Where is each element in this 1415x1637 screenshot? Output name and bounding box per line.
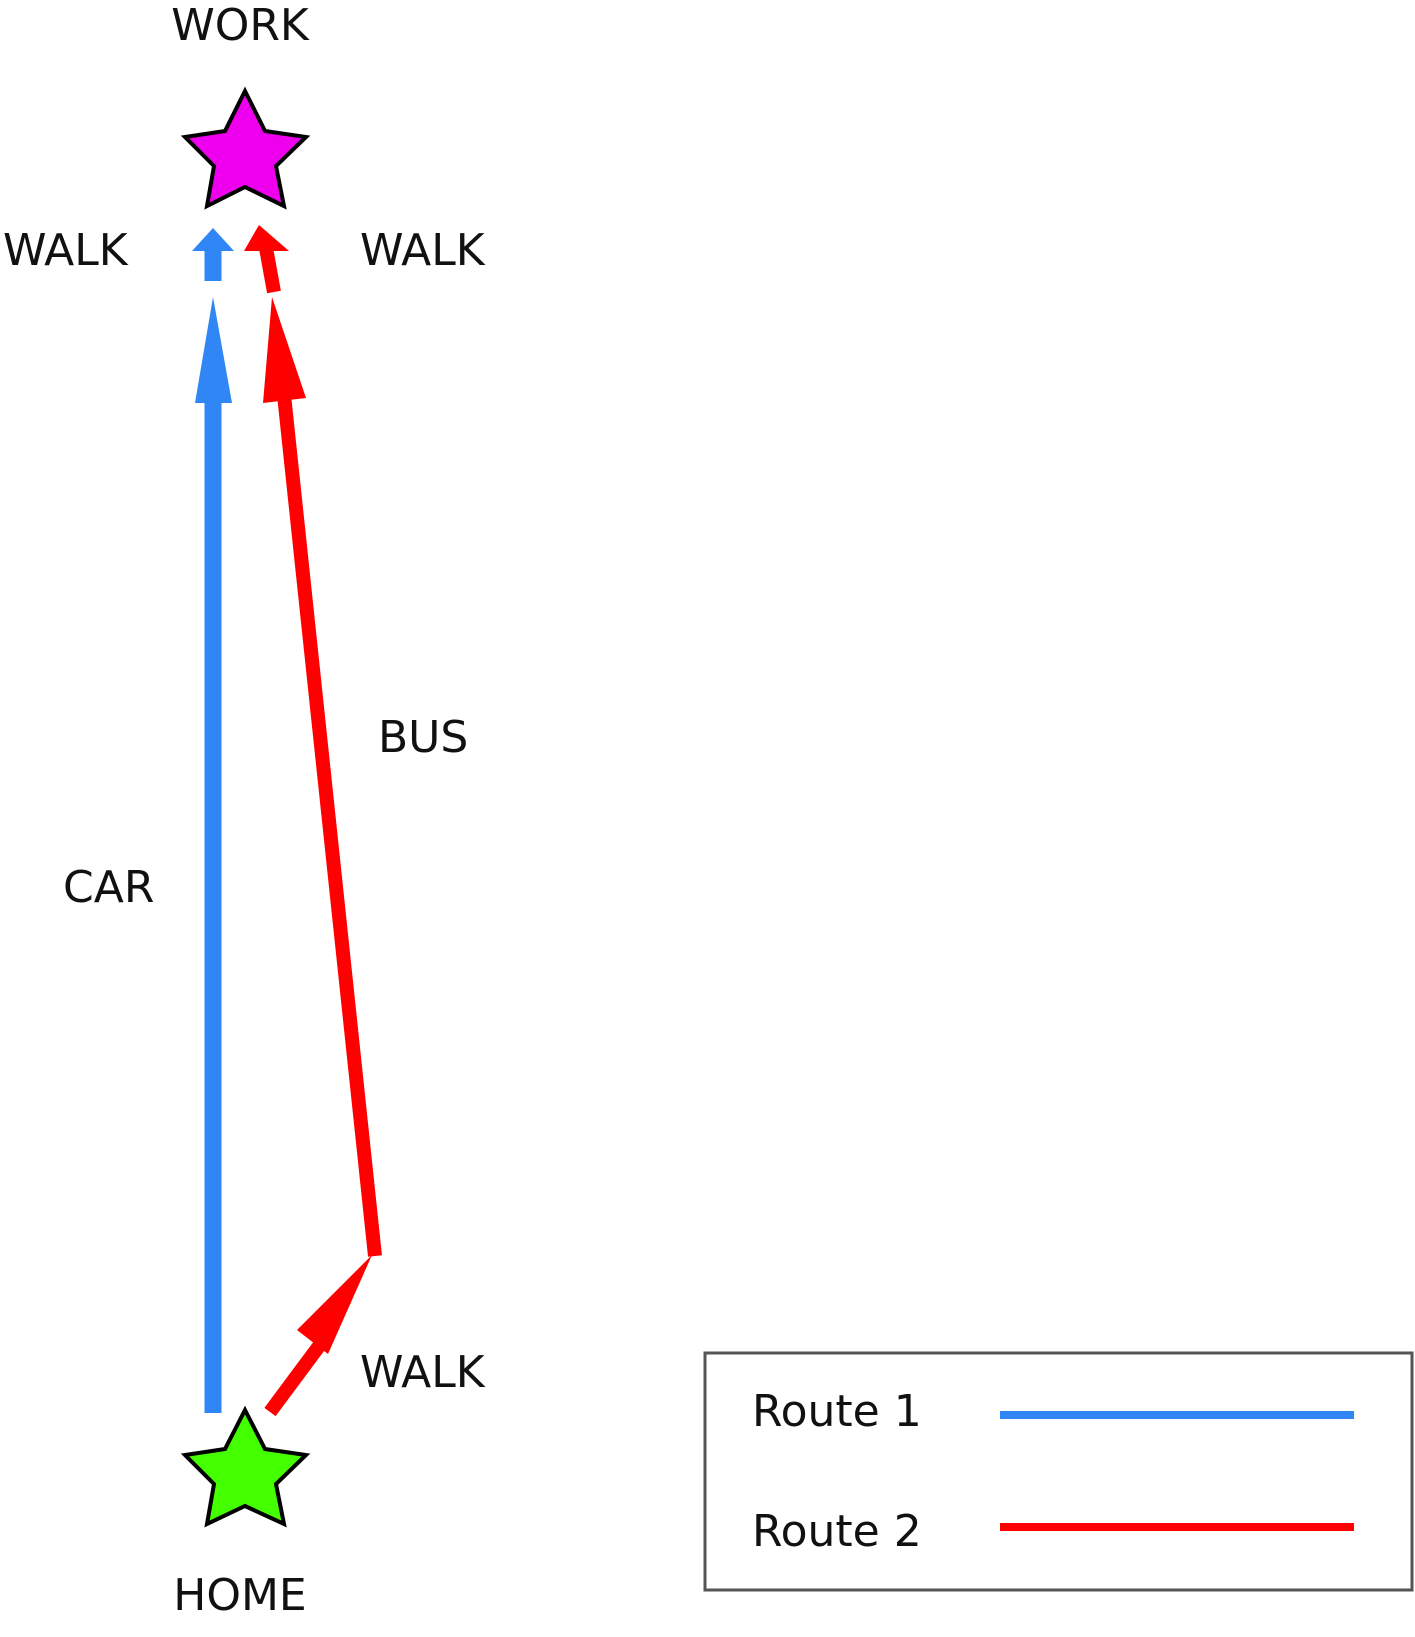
route-2-walk-end-label: WALK — [360, 225, 486, 276]
route-2-bus-label: BUS — [378, 712, 468, 763]
route-2-bus-arrowhead — [263, 297, 306, 403]
route-2 — [244, 225, 382, 1417]
legend: Route 1 Route 2 — [703, 1351, 1414, 1592]
legend-label-route-1: Route 1 — [752, 1386, 922, 1437]
route-2-walk-start-line — [264, 1333, 331, 1417]
legend-label-route-2: Route 2 — [752, 1506, 922, 1557]
route-2-walk-start-label: WALK — [360, 1347, 486, 1398]
route-2-walk-end-arrowhead — [244, 225, 289, 251]
route-2-walk-end-line — [259, 246, 281, 294]
home-label: HOME — [173, 1570, 306, 1621]
route-1 — [192, 228, 234, 1413]
route-2-walk-start-arrowhead — [297, 1255, 372, 1354]
route-1-car-label: CAR — [63, 862, 154, 913]
home-star-icon — [180, 1405, 311, 1528]
legend-box — [703, 1351, 1414, 1592]
route-1-walk-arrowhead — [192, 228, 234, 251]
work-label: WORK — [171, 0, 310, 51]
route-1-walk-label: WALK — [3, 225, 129, 276]
work-star-icon — [180, 86, 311, 210]
route-1-car-arrowhead — [195, 297, 232, 403]
route-2-bus-line — [277, 394, 382, 1257]
